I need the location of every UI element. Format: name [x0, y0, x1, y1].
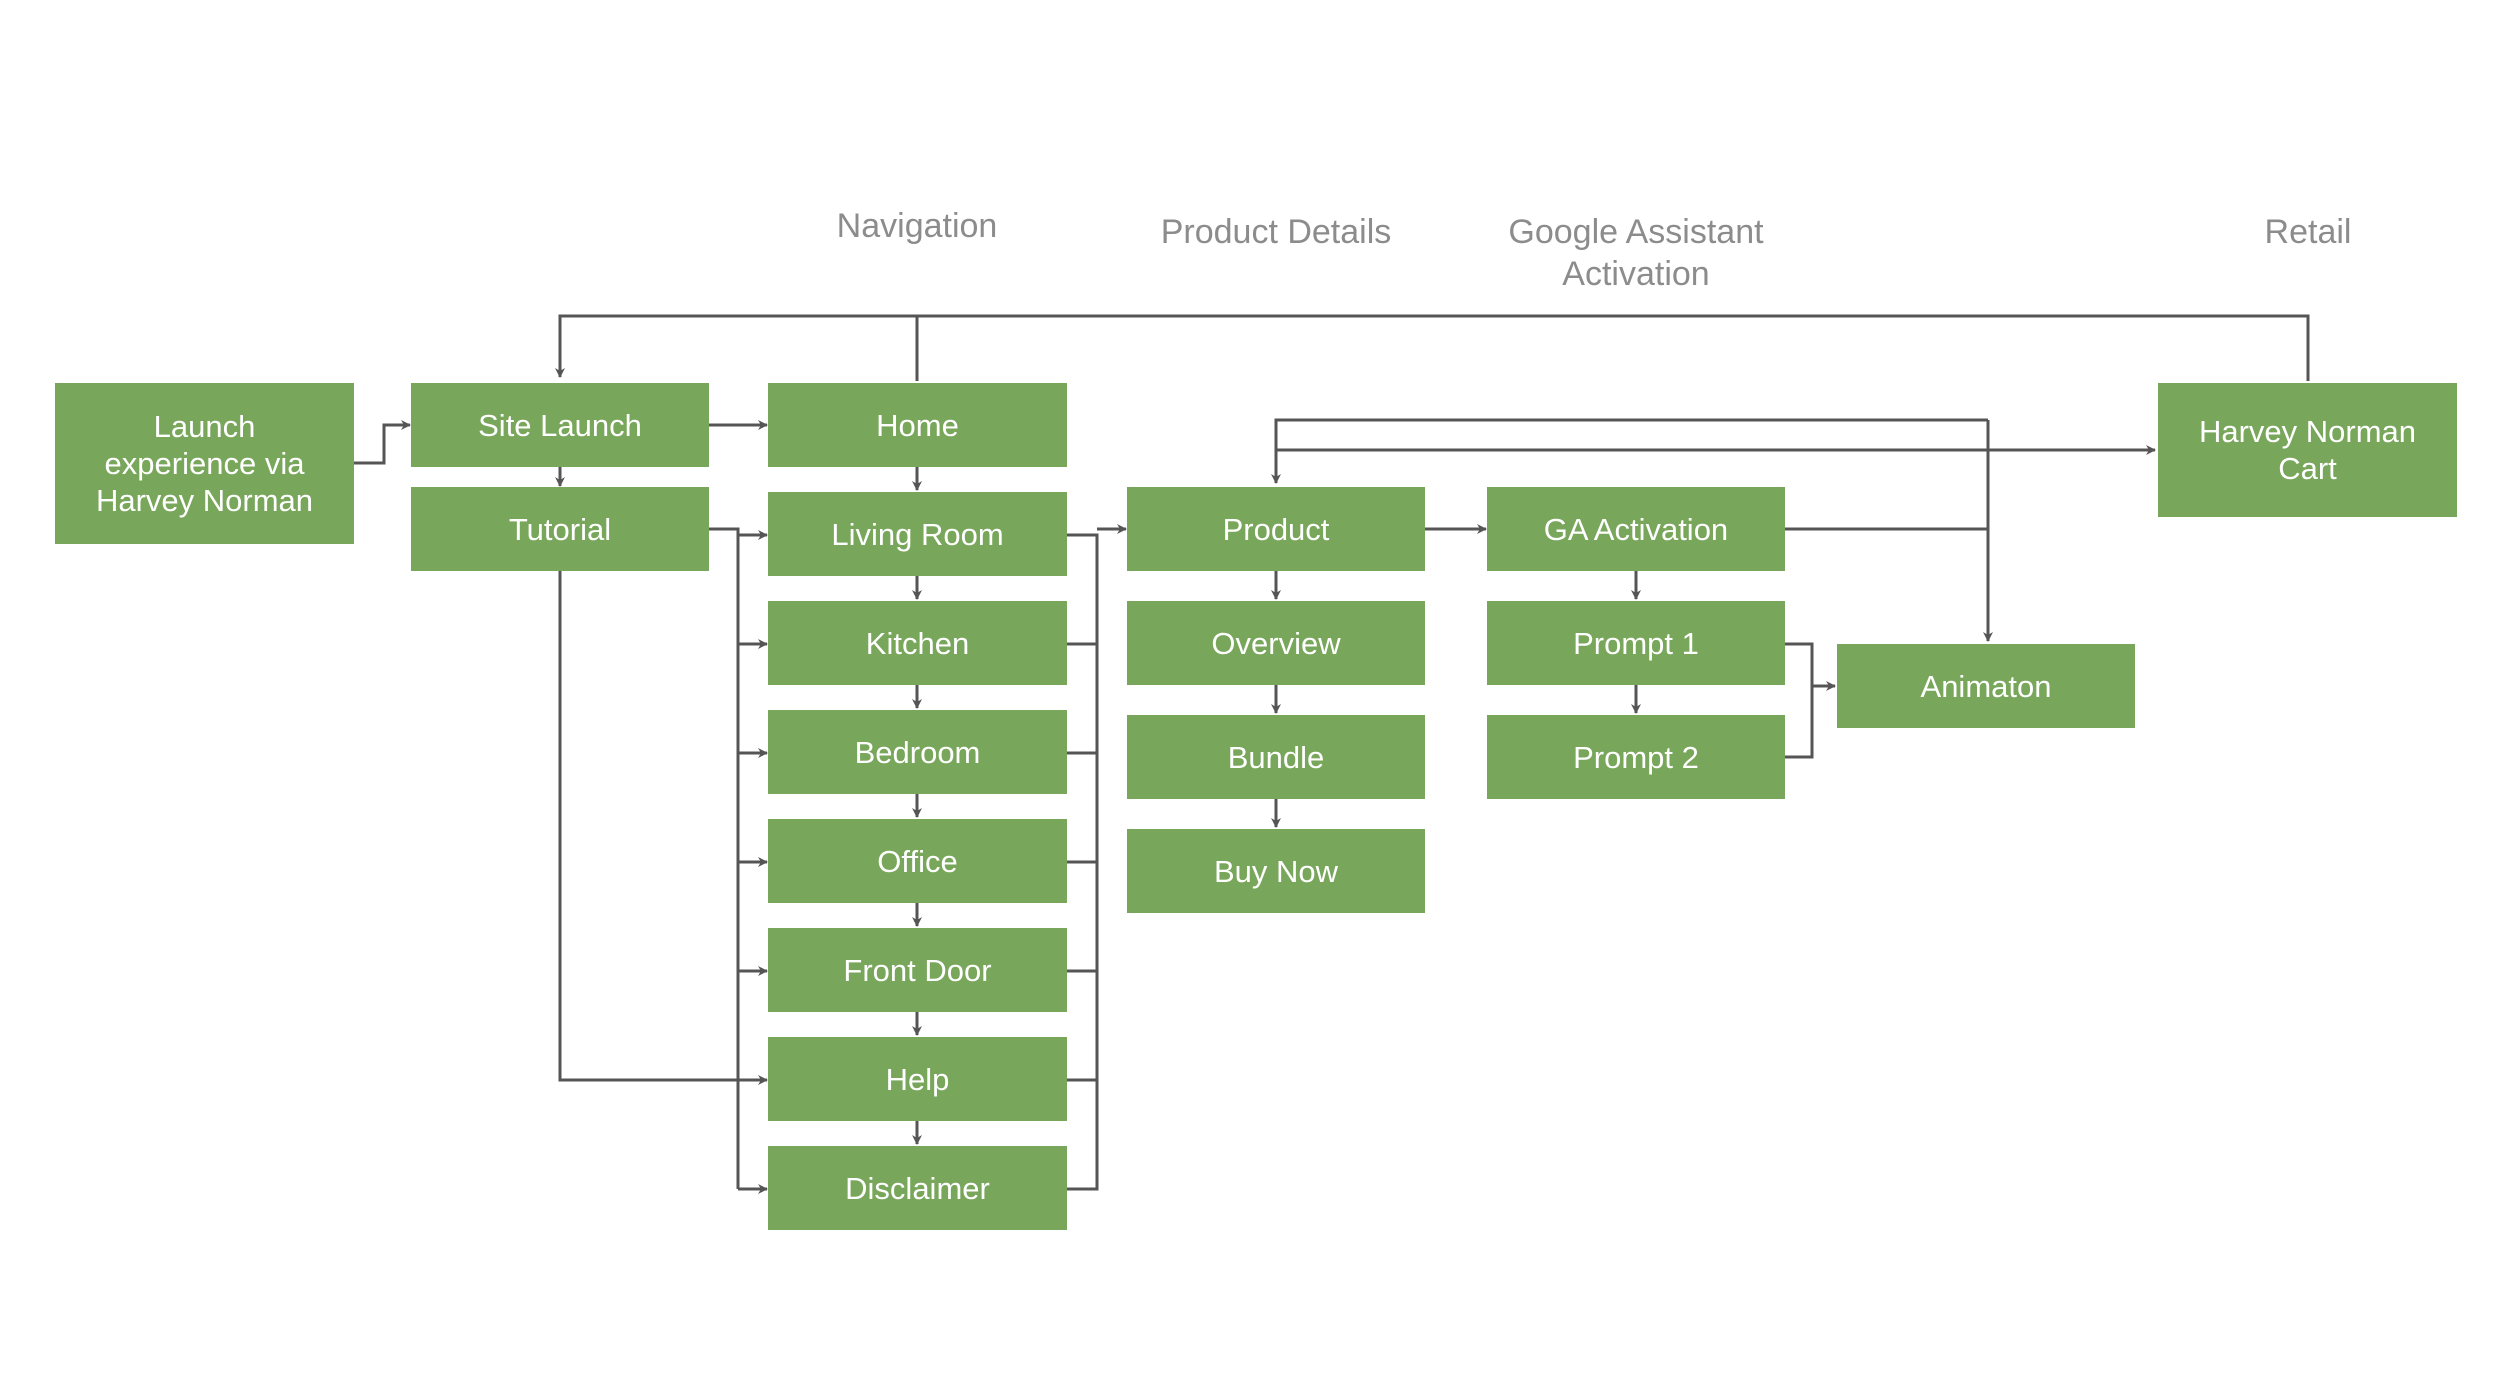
header-google-assistant-activation: Google Assistant Activation — [1508, 213, 1764, 293]
node-animation: Animaton — [1837, 644, 2135, 728]
node-overview: Overview — [1127, 601, 1425, 685]
connector-cart-to-site-launch — [555, 314, 2310, 381]
node-site-launch: Site Launch — [411, 383, 709, 467]
connectors — [354, 314, 2310, 1194]
header-retail: Retail — [2264, 213, 2352, 251]
node-home: Home — [768, 383, 1067, 467]
node-help: Help — [768, 1037, 1067, 1121]
connector-tutorial-bus — [709, 527, 740, 1189]
node-living-room: Living Room — [768, 492, 1067, 576]
node-harvey-norman-cart: Harvey Norman Cart — [2158, 383, 2457, 517]
node-buy-now: Buy Now — [1127, 829, 1425, 913]
node-office: Office — [768, 819, 1067, 903]
connector-tutorial-to-help — [558, 571, 768, 1085]
node-prompt-2: Prompt 2 — [1487, 715, 1785, 799]
node-kitchen: Kitchen — [768, 601, 1067, 685]
node-bedroom: Bedroom — [768, 710, 1067, 794]
node-front-door: Front Door — [768, 928, 1067, 1012]
connector-prompts-to-animation — [1785, 642, 1814, 759]
header-product-details: Product Details — [1160, 213, 1392, 251]
node-prompt-1: Prompt 1 — [1487, 601, 1785, 685]
node-bundle: Bundle — [1127, 715, 1425, 799]
node-tutorial: Tutorial — [411, 487, 709, 571]
node-launch-experience: Launch experience via Harvey Norman — [55, 383, 354, 544]
node-product: Product — [1127, 487, 1425, 571]
header-navigation: Navigation — [836, 207, 998, 245]
node-ga-activation: GA Activation — [1487, 487, 1785, 571]
connector-animation-to-product — [1271, 418, 1988, 484]
connector-launch-to-site-launch — [354, 420, 411, 465]
node-disclaimer: Disclaimer — [768, 1146, 1067, 1230]
